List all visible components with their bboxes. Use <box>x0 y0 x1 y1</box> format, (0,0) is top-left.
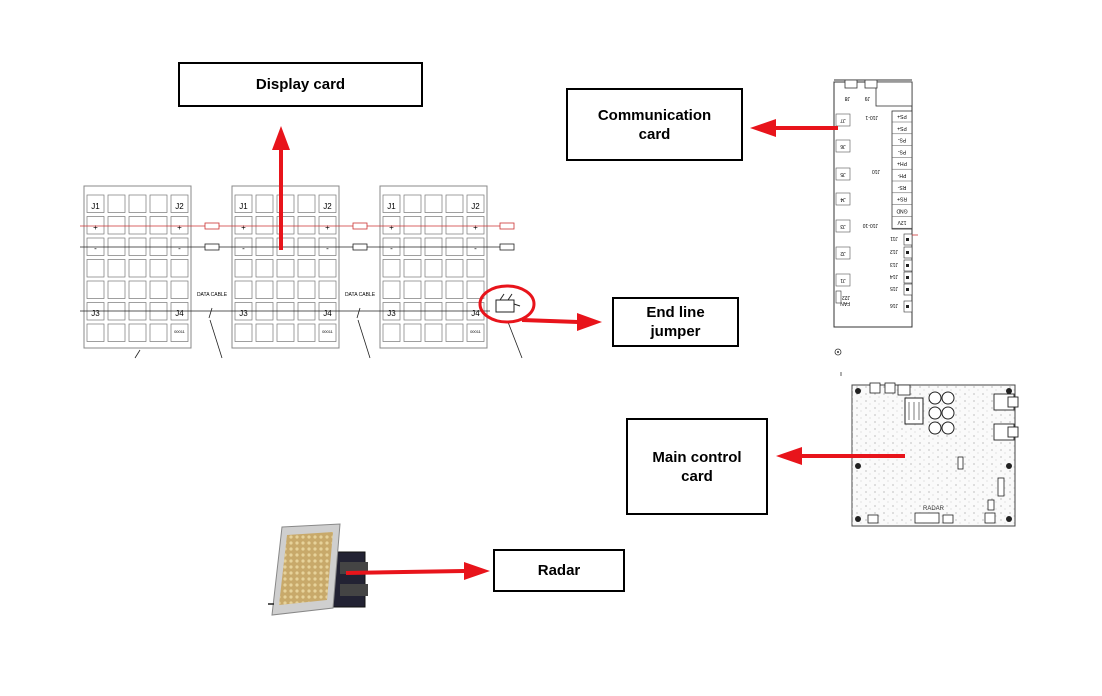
comm-terminal-label: PS+ <box>897 125 907 131</box>
end-line-jumper-text: End line jumper <box>646 303 704 341</box>
comm-left-label: J6 <box>840 143 846 149</box>
module-code: 00011 <box>174 329 186 334</box>
main-control-card-text: Main control card <box>652 448 741 486</box>
comm-label-j10-10: J10-10 <box>862 222 878 228</box>
connector-j2: J2 <box>323 202 332 211</box>
jumper-j8-pins <box>844 79 858 89</box>
connector-j1: J1 <box>387 202 396 211</box>
connector-j3: J3 <box>91 309 100 318</box>
comm-terminal-label: RS+ <box>897 196 907 202</box>
module-code: 00011 <box>322 329 334 334</box>
arrows <box>272 119 905 580</box>
comm-right-label: J12 <box>890 248 898 254</box>
arrow-to-communication-card <box>750 119 838 137</box>
comm-terminal-label: GND <box>896 207 908 213</box>
main-control-card-text-line2: card <box>681 467 713 485</box>
board-silk-radar: RADAR <box>923 506 945 512</box>
comm-right-label: J16 <box>890 302 898 308</box>
comm-label-j9: J9 <box>865 95 871 101</box>
jumper-j9-pins <box>864 79 878 89</box>
comm-right-label: J14 <box>890 273 898 279</box>
arrow-to-display-card <box>272 126 290 250</box>
comm-terminal-label: PH- <box>897 172 906 178</box>
display-modules: J1 J2 + + - - J3 J4 00011 J1 J2 + + - - J3 J4 00011 J1 J2 + +… <box>80 185 523 359</box>
module-code: 00011 <box>470 329 482 334</box>
comm-right-label: J13 <box>890 261 898 267</box>
plus-terminal: + <box>177 223 182 232</box>
comm-label-j10-1: J10-1 <box>865 114 878 120</box>
connector-j4: J4 <box>471 309 480 318</box>
comm-right-label: J15 <box>890 285 898 291</box>
comm-terminal-label: PS- <box>898 137 907 143</box>
plus-terminal: + <box>473 223 478 232</box>
plus-terminal: + <box>389 223 394 232</box>
comm-left-label: J4 <box>840 196 846 202</box>
radar-text: Radar <box>537 562 581 579</box>
display-module: J1 J2 + + - - J3 J4 00011 <box>231 185 340 349</box>
end-line-jumper-text-line1: End line <box>646 304 705 321</box>
end-line-jumper-text-line2: jumper <box>650 323 701 340</box>
connector-j3: J3 <box>239 309 248 318</box>
radar-module <box>268 523 368 616</box>
comm-terminal-label: RS- <box>897 184 906 190</box>
cable-label-1: DATA CABLE <box>197 292 228 298</box>
minus-terminal: - <box>178 244 181 253</box>
comm-left-label: J3 <box>840 223 846 229</box>
display-module: J1 J2 + + - - J3 J4 00011 <box>83 185 192 349</box>
minus-terminal: - <box>390 244 393 253</box>
communication-card-text-line1: Communication <box>597 106 712 124</box>
comm-label-j10: J10 <box>872 168 880 174</box>
comm-label-j8: J8 <box>845 95 851 101</box>
plus-terminal: + <box>93 223 98 232</box>
arrow-to-radar <box>345 562 490 580</box>
connector-j1: J1 <box>91 202 100 211</box>
connector-j2: J2 <box>471 202 480 211</box>
comm-left-label: J2 <box>840 250 846 256</box>
comm-label-fan: FAN <box>840 300 850 306</box>
display-card-text: Display card <box>255 76 346 93</box>
radar-label: Radar <box>493 549 625 592</box>
comm-label-j22: J22 <box>842 294 850 300</box>
module-wiring: DATA CABLE DATA CABLE <box>80 222 523 359</box>
comm-left-label: J7 <box>840 117 846 123</box>
connector-j4: J4 <box>323 309 332 318</box>
comm-terminal-label: PS+ <box>897 113 907 119</box>
connector-j3: J3 <box>387 309 396 318</box>
target-symbol <box>834 348 842 356</box>
minus-terminal: - <box>94 244 97 253</box>
display-module: J1 J2 + + - - J3 J4 00011 <box>379 185 488 349</box>
comm-terminal-label: 12V <box>897 219 907 225</box>
plus-terminal: + <box>325 223 330 232</box>
comm-terminal-label: PH+ <box>897 160 907 166</box>
comm-terminal-label: PS- <box>898 148 907 154</box>
comm-left-label: J1 <box>840 277 846 283</box>
cable-label-2: DATA CABLE <box>345 292 376 298</box>
connector-j4: J4 <box>175 309 184 318</box>
minus-terminal: - <box>474 244 477 253</box>
plus-terminal: + <box>241 223 246 232</box>
arrow-to-end-line-jumper <box>521 313 602 331</box>
display-card-label: Display card <box>178 62 423 107</box>
comm-right-label: J11 <box>890 235 898 241</box>
communication-card-text: Communication card <box>598 106 711 144</box>
communication-card-label: Communication card <box>566 88 743 161</box>
arrow-to-main-control-card <box>776 447 905 465</box>
main-control-card-label: Main control card <box>626 418 768 515</box>
comm-left-label: J5 <box>840 171 846 177</box>
end-line-jumper-highlight <box>478 284 536 324</box>
connector-j2: J2 <box>175 202 184 211</box>
connector-j1: J1 <box>239 202 248 211</box>
communication-card-text-line2: card <box>638 125 671 143</box>
minus-terminal: - <box>242 244 245 253</box>
minus-terminal: - <box>326 244 329 253</box>
main-control-card-text-line1: Main control <box>652 448 742 466</box>
end-line-jumper-label: End line jumper <box>612 297 739 347</box>
